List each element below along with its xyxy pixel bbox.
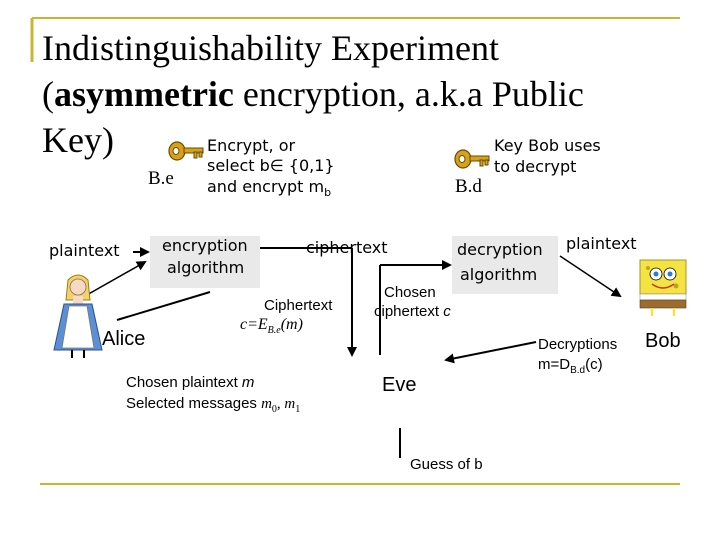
key-icon — [168, 141, 204, 161]
title-line-1: Indistinguishability Experiment — [42, 28, 499, 68]
decryption-label-line-2: algorithm — [460, 265, 538, 284]
chosen-ciphertext-line-2: ciphertext c — [374, 303, 451, 320]
alice-figure — [53, 274, 103, 358]
encrypt-note-line-3: and encrypt mb — [207, 177, 332, 200]
ciphertext-note: Ciphertext — [264, 297, 333, 314]
decryption-box — [452, 236, 558, 294]
encrypt-note-line-2: select b∈ {0,1} — [207, 156, 335, 175]
spongebob-figure — [639, 259, 687, 316]
encryption-label-line-2: algorithm — [167, 258, 245, 277]
decrypt-note-line-2: to decrypt — [494, 157, 577, 176]
decrypt-key-label: B.d — [455, 176, 482, 197]
key-icon — [454, 149, 490, 169]
chosen-ciphertext-line-1: Chosen — [384, 284, 436, 301]
plaintext-left-label: plaintext — [49, 241, 120, 260]
decryptions-note-line-2: m=DB.d(c) — [538, 356, 603, 376]
alice-label: Alice — [102, 328, 146, 350]
title-line-3: Key) — [42, 120, 114, 160]
decryption-label-line-1: decryption — [457, 240, 543, 259]
guess-label: Guess of b — [410, 456, 483, 473]
encrypt-note-line-1: Encrypt, or — [207, 136, 296, 155]
decrypt-note-line-1: Key Bob uses — [494, 136, 601, 155]
chosen-plaintext-note: Chosen plaintext m — [126, 374, 255, 391]
plaintext-right-label: plaintext — [566, 234, 637, 253]
eve-label: Eve — [382, 374, 417, 396]
title-line-2: (asymmetric encryption, a.k.a Public — [42, 74, 584, 114]
decryptions-note-line-1: Decryptions — [538, 336, 618, 353]
ciphertext-formula: c=EB.e(m) — [240, 316, 303, 337]
ciphertext-label: ciphertext — [306, 238, 388, 257]
encrypt-key-label: B.e — [148, 168, 174, 189]
encryption-label-line-1: encryption — [162, 236, 248, 255]
selected-messages-note: Selected messages m0, m1 — [126, 395, 301, 415]
bob-label: Bob — [645, 330, 681, 352]
encryption-box — [150, 236, 260, 288]
